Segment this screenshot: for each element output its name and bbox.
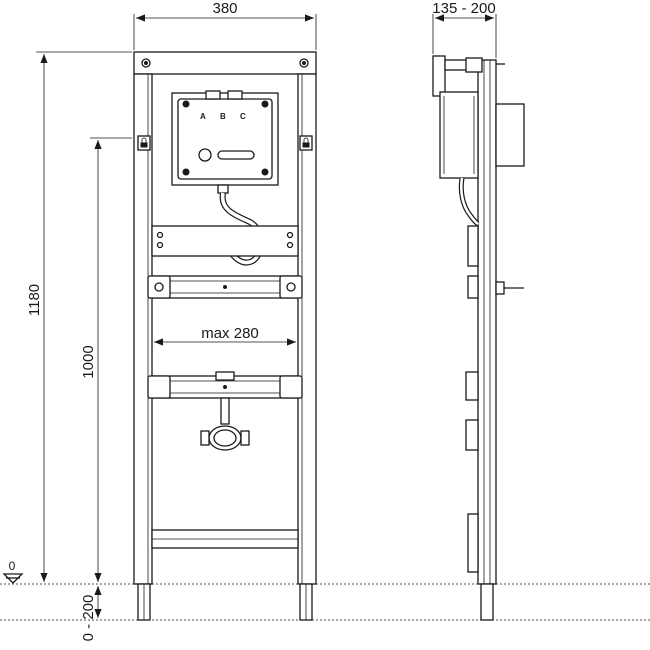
side-view — [432, 55, 525, 621]
terminal-a-label: A — [200, 112, 206, 121]
depth-range-label: 135 - 200 — [432, 0, 495, 17]
total-height-label: 1180 — [26, 284, 43, 316]
dimension-frame-width: 380 — [133, 0, 317, 50]
dimension-depth: 135 - 200 — [432, 0, 497, 58]
dimension-total-height: 1180 — [26, 51, 132, 582]
floor-level-symbol-icon: 0 — [2, 559, 24, 584]
front-view: A B C — [133, 51, 317, 621]
max-spacing-label: max 280 — [201, 325, 259, 342]
frame-width-label: 380 — [212, 0, 237, 17]
terminal-b-label: B — [220, 112, 226, 121]
dimension-fixing-height: 1000 — [80, 137, 132, 582]
floor-lines — [0, 583, 650, 621]
upper-cross-bar — [147, 275, 303, 299]
lock-icon — [137, 135, 151, 151]
floor-level-label: 0 — [9, 559, 16, 573]
floor-adjust-label: 0 - 200 — [80, 595, 97, 642]
fixing-height-label: 1000 — [80, 345, 97, 378]
lower-cross-bar — [147, 371, 303, 451]
adjustable-feet — [137, 583, 313, 621]
control-box: A B C — [171, 90, 279, 186]
terminal-c-label: C — [240, 112, 246, 121]
dimension-floor-adjust: 0 - 200 — [80, 586, 102, 642]
lock-icon — [299, 135, 313, 151]
dimension-max-spacing: max 280 — [154, 325, 296, 346]
